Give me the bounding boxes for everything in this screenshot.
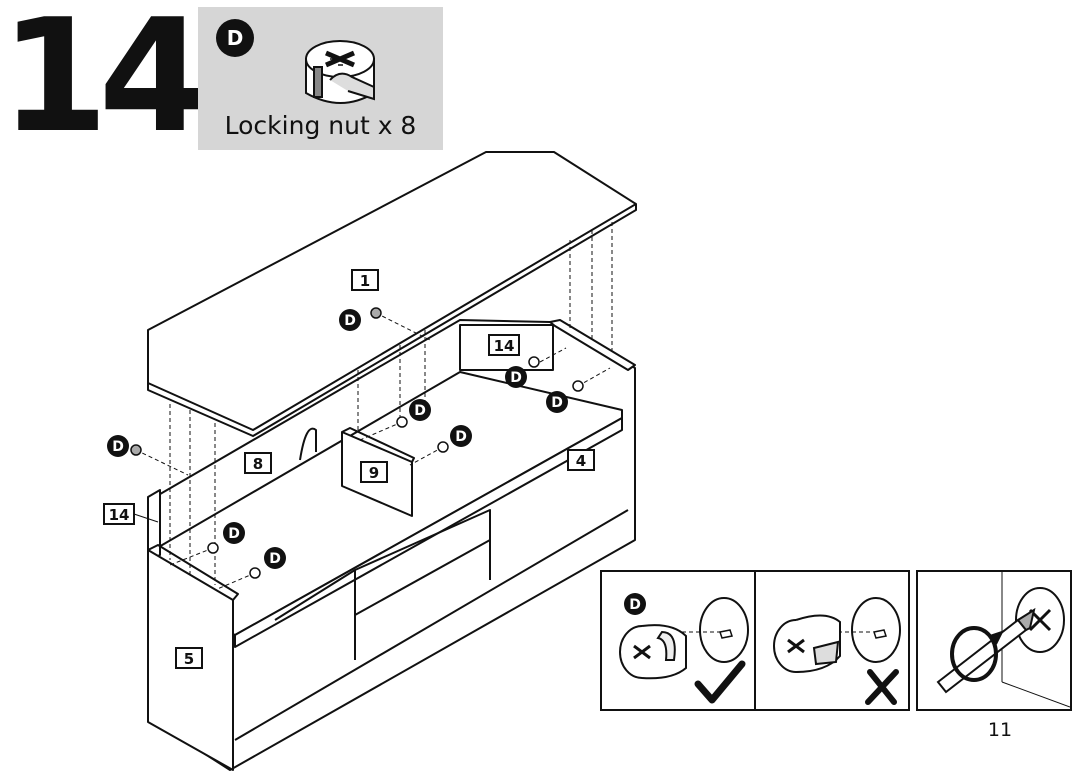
panel-label-end: 5 bbox=[184, 650, 194, 668]
detail-wrong-orientation bbox=[754, 570, 910, 711]
svg-text:D: D bbox=[455, 429, 467, 445]
panel-label-top: 1 bbox=[360, 272, 370, 290]
detail-turn-with-screwdriver bbox=[916, 570, 1072, 711]
nut-badge: D bbox=[505, 366, 527, 388]
part-caption: Locking nut x 8 bbox=[224, 111, 417, 140]
svg-text:D: D bbox=[269, 551, 281, 567]
svg-text:D: D bbox=[551, 395, 563, 411]
panel-label-side-left: 14 bbox=[109, 506, 130, 524]
locking-nut-icon bbox=[437, 441, 449, 453]
svg-text:D: D bbox=[112, 439, 124, 455]
parts-graphic: D bbox=[216, 19, 375, 104]
locking-nut-icons bbox=[130, 307, 584, 579]
cross-icon bbox=[865, 669, 899, 705]
svg-text:D: D bbox=[414, 403, 426, 419]
nut-badge: D bbox=[107, 435, 129, 457]
detail-correct-orientation: D bbox=[600, 570, 756, 711]
checkmark-icon bbox=[694, 660, 746, 704]
step-number: 14 bbox=[0, 0, 207, 167]
svg-text:D: D bbox=[510, 370, 522, 386]
nut-face bbox=[1015, 587, 1065, 653]
locking-nut-icon bbox=[370, 307, 382, 319]
svg-text:D: D bbox=[344, 313, 356, 329]
locking-nut-icon bbox=[249, 567, 261, 579]
panel-label-back-right: 4 bbox=[576, 452, 586, 470]
nut-badge: D bbox=[264, 547, 286, 569]
panel-label-back-left: 8 bbox=[253, 455, 263, 473]
left-side-panel bbox=[147, 489, 161, 561]
locking-nut-icon bbox=[396, 416, 408, 428]
locking-nut-icon bbox=[305, 40, 375, 104]
nut-badge: D bbox=[339, 309, 361, 331]
nut-badge: D bbox=[450, 425, 472, 447]
nut-badge: D bbox=[223, 522, 245, 544]
page-number: 11 bbox=[987, 719, 1013, 741]
parts-box: D Locking nut x 8 bbox=[198, 7, 443, 150]
right-side-panel bbox=[549, 319, 636, 371]
nut-badge: D bbox=[409, 399, 431, 421]
locking-nut-icon bbox=[619, 624, 687, 680]
nut-badge: D bbox=[546, 391, 568, 413]
panel-label-side-right: 14 bbox=[494, 337, 515, 355]
panel-label-divider: 9 bbox=[369, 464, 379, 482]
locking-nut-icon bbox=[528, 356, 540, 368]
part-badge-circle bbox=[216, 19, 254, 57]
locking-nut-icon bbox=[572, 380, 584, 392]
top-panel bbox=[147, 151, 637, 437]
detail-badge-letter: D bbox=[629, 597, 641, 613]
svg-text:D: D bbox=[228, 526, 240, 542]
locking-nut-icon bbox=[773, 614, 841, 673]
nut-badges: D D D D D D D D bbox=[107, 309, 568, 569]
screwdriver-icon bbox=[936, 607, 1036, 694]
part-badge-letter: D bbox=[227, 26, 244, 50]
locking-nut-icon bbox=[207, 542, 219, 554]
detail-badge-circle bbox=[624, 593, 646, 615]
locking-nut-icon bbox=[130, 444, 142, 456]
